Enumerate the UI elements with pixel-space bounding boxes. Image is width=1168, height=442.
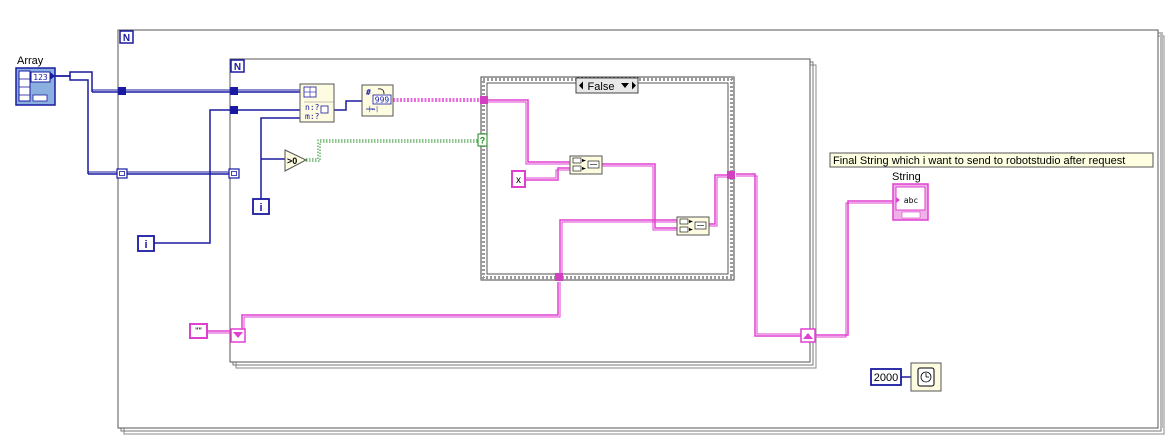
svg-text:abc: abc [904, 196, 919, 205]
output-arrow-icon [50, 72, 55, 80]
chevron-down-icon[interactable] [621, 83, 629, 88]
empty-string-constant[interactable]: "" [189, 323, 208, 339]
left-shift-register[interactable] [230, 328, 246, 343]
inner-array-tunnel-1[interactable] [230, 87, 238, 95]
greater-than-zero-node[interactable]: >0 [284, 149, 308, 172]
svg-text:999: 999 [375, 96, 390, 105]
shift-down-icon [233, 332, 243, 338]
inner-loop-count-terminal[interactable]: N [230, 59, 245, 73]
array-input-tunnel[interactable] [118, 87, 126, 95]
svg-text:>0: >0 [287, 156, 297, 166]
svg-text:"": "" [195, 326, 201, 336]
case-output-tunnel[interactable] [727, 171, 735, 179]
svg-text:Final String which i want to s: Final String which i want to send to rob… [833, 155, 1125, 167]
string-indicator-label: String [892, 171, 921, 183]
string-indicator[interactable]: abc [892, 183, 929, 221]
svg-text:N: N [234, 62, 241, 73]
concatenate-node-1[interactable] [569, 155, 603, 175]
svg-text:123: 123 [33, 73, 48, 82]
x-string-constant[interactable]: x [511, 170, 526, 188]
outer-indexing-tunnel[interactable] [116, 168, 128, 179]
decrement-arrow-icon[interactable] [579, 81, 583, 90]
case-selector-terminal[interactable]: ? [477, 133, 488, 147]
svg-text:i: i [144, 239, 147, 251]
svg-text:N: N [123, 33, 130, 44]
case-selector-label[interactable]: False [575, 77, 639, 94]
array-control[interactable]: 123 [15, 67, 56, 106]
svg-text:i: i [259, 202, 262, 214]
string-wires [207, 98, 893, 338]
input-arrow-icon [896, 197, 900, 203]
case-input-tunnel[interactable] [480, 96, 488, 104]
increment-arrow-icon[interactable] [632, 81, 636, 90]
number-to-string-node[interactable]: # 999 |↔| [361, 84, 394, 117]
outer-loop-count-terminal[interactable]: N [119, 30, 134, 44]
index-array-node[interactable]: n:? m:? [299, 83, 335, 123]
string-description-tooltip: Final String which i want to send to rob… [829, 152, 1154, 168]
concatenate-node-2[interactable] [676, 216, 710, 236]
inner-array-tunnel-2[interactable] [230, 106, 238, 114]
case-shift-tunnel[interactable] [555, 273, 563, 281]
inner-indexing-tunnel[interactable] [228, 168, 240, 179]
wait-node[interactable] [910, 362, 942, 392]
outer-iteration-terminal: i [137, 235, 155, 252]
boolean-wire [306, 139, 482, 162]
svg-text:m:?: m:? [305, 112, 320, 121]
svg-text:?: ? [480, 136, 486, 146]
array-control-label: Array [17, 55, 44, 67]
right-shift-register[interactable] [800, 328, 816, 343]
svg-text:|↔|: |↔| [368, 106, 379, 113]
svg-text:2000: 2000 [874, 372, 898, 384]
svg-text:n:?: n:? [305, 103, 320, 112]
case-selector-value: False [588, 81, 615, 93]
svg-text:x: x [516, 175, 521, 186]
svg-text:#: # [366, 88, 371, 97]
shift-up-icon [803, 333, 813, 339]
wait-ms-constant[interactable]: 2000 [870, 368, 902, 386]
inner-iteration-terminal: i [252, 198, 270, 215]
